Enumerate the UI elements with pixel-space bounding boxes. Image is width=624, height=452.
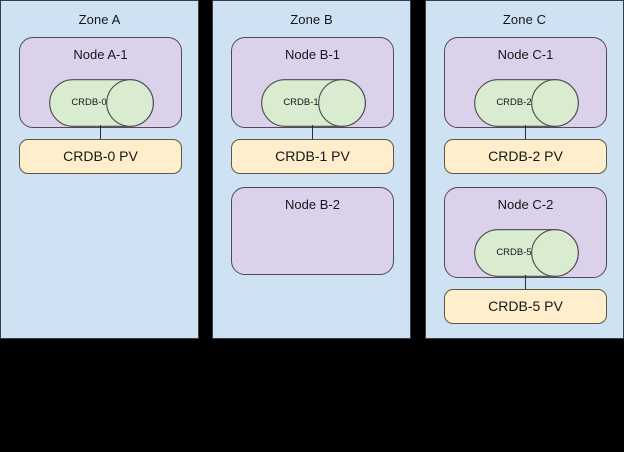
pv-box-crdb-5[interactable]: CRDB-5 PV — [444, 289, 607, 324]
pv-box-crdb-0[interactable]: CRDB-0 PV — [19, 139, 182, 174]
node-box-a-1[interactable]: Node A-1 CRDB-0 — [19, 37, 182, 128]
connector-c-1 — [525, 125, 526, 141]
zone-title-b: Zone B — [290, 12, 333, 27]
pv-label-crdb-0: CRDB-0 PV — [63, 148, 138, 164]
zone-title-a: Zone A — [78, 12, 121, 27]
connector-c-2 — [525, 275, 526, 291]
pv-box-crdb-1[interactable]: CRDB-1 PV — [231, 139, 394, 174]
pv-box-crdb-2[interactable]: CRDB-2 PV — [444, 139, 607, 174]
pv-label-crdb-2: CRDB-2 PV — [488, 148, 563, 164]
pod-cylinder-crdb-1[interactable]: CRDB-1 — [261, 79, 366, 127]
node-box-b-2[interactable]: Node B-2 — [231, 187, 394, 275]
pod-cylinder-crdb-2[interactable]: CRDB-2 — [474, 79, 579, 127]
zone-container-b[interactable]: Zone B Node B-1 CRDB-1 CRDB-1 PV Node B-… — [212, 0, 411, 339]
pv-label-crdb-1: CRDB-1 PV — [275, 148, 350, 164]
node-box-b-1[interactable]: Node B-1 CRDB-1 — [231, 37, 394, 128]
node-label-a-1: Node A-1 — [73, 47, 128, 62]
node-label-c-1: Node C-1 — [497, 47, 554, 62]
connector-a-1 — [100, 125, 101, 141]
node-box-c-1[interactable]: Node C-1 CRDB-2 — [444, 37, 607, 128]
pod-cylinder-crdb-5[interactable]: CRDB-5 — [474, 229, 579, 277]
pod-cylinder-crdb-0[interactable]: CRDB-0 — [49, 79, 154, 127]
node-label-b-2: Node B-2 — [285, 197, 340, 212]
node-box-c-2[interactable]: Node C-2 CRDB-5 — [444, 187, 607, 278]
zone-container-a[interactable]: Zone A Node A-1 CRDB-0 CRDB-0 PV — [0, 0, 199, 339]
connector-b-1 — [312, 125, 313, 141]
node-label-b-1: Node B-1 — [285, 47, 340, 62]
pv-label-crdb-5: CRDB-5 PV — [488, 298, 563, 314]
zone-container-c[interactable]: Zone C Node C-1 CRDB-2 CRDB-2 PV Node C-… — [425, 0, 624, 339]
node-label-c-2: Node C-2 — [497, 197, 554, 212]
zone-title-c: Zone C — [502, 12, 547, 27]
